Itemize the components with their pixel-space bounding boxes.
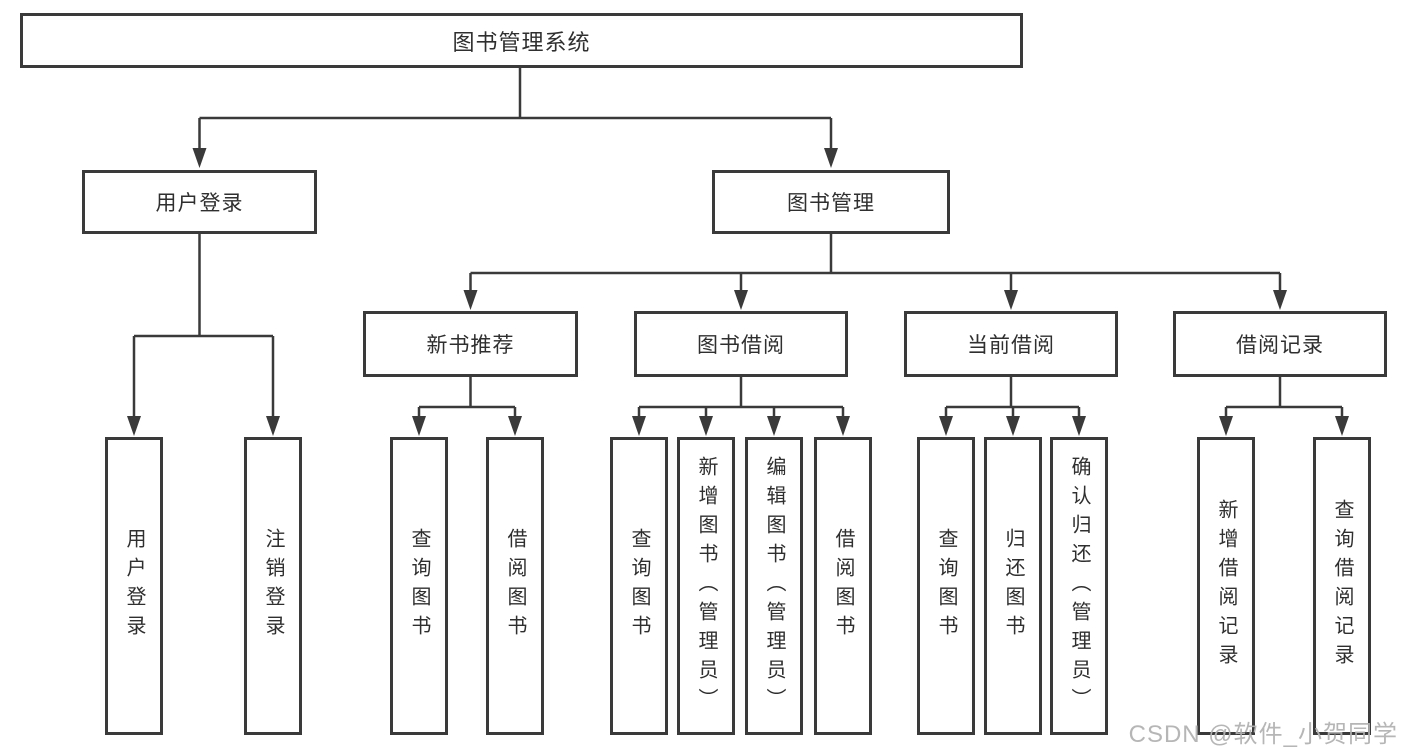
node-book-borrow: 图书借阅 [634, 311, 848, 377]
connector-borrow-to-leaves [637, 377, 845, 418]
leaf-query-books-borrow: 查询图书 [610, 437, 668, 735]
connector-root-to-level2 [198, 68, 833, 150]
leaf-query-books-borrow-label: 查询图书 [628, 528, 650, 644]
leaf-query-borrow-record: 查询借阅记录 [1313, 437, 1371, 735]
arrowheads [127, 148, 1349, 436]
node-current-borrow: 当前借阅 [904, 311, 1118, 377]
leaf-query-books-recommend-label: 查询图书 [408, 528, 430, 644]
node-borrow-records-label: 借阅记录 [1236, 334, 1324, 357]
node-new-book-recommend: 新书推荐 [363, 311, 578, 377]
leaf-add-borrow-record-label: 新增借阅记录 [1215, 499, 1237, 673]
leaf-confirm-return-admin: 确认归还（管理员） [1050, 437, 1108, 735]
leaf-query-borrow-record-label: 查询借阅记录 [1331, 499, 1353, 673]
node-root: 图书管理系统 [20, 13, 1023, 68]
leaf-add-borrow-record: 新增借阅记录 [1197, 437, 1255, 735]
leaf-return-book-label: 归还图书 [1002, 528, 1024, 644]
node-user-login-branch: 用户登录 [82, 170, 317, 234]
leaf-query-books-current: 查询图书 [917, 437, 975, 735]
leaf-add-book-admin: 新增图书（管理员） [677, 437, 735, 735]
connector-current-to-leaves [944, 377, 1081, 418]
leaf-query-books-recommend: 查询图书 [390, 437, 448, 735]
connector-records-to-leaves [1224, 377, 1344, 418]
leaf-logout-label: 注销登录 [262, 528, 284, 644]
node-new-book-recommend-label: 新书推荐 [426, 334, 515, 357]
node-user-login-branch-label: 用户登录 [155, 192, 244, 215]
leaf-query-books-current-label: 查询图书 [935, 528, 957, 644]
leaf-logout: 注销登录 [244, 437, 302, 735]
connector-recommend-to-leaves [417, 377, 517, 418]
connector-bookmgmt-to-level3 [469, 234, 1282, 292]
leaf-return-book: 归还图书 [984, 437, 1042, 735]
node-book-management-label: 图书管理 [787, 192, 875, 215]
node-book-borrow-label: 图书借阅 [697, 334, 785, 357]
leaf-edit-book-admin-label: 编辑图书（管理员） [763, 455, 785, 717]
leaf-add-book-admin-label: 新增图书（管理员） [695, 455, 717, 717]
leaf-borrow-books-borrow: 借阅图书 [814, 437, 872, 735]
watermark: CSDN @软件_小贺同学 [1128, 721, 1398, 747]
leaf-borrow-books-recommend-label: 借阅图书 [504, 528, 526, 644]
leaf-edit-book-admin: 编辑图书（管理员） [745, 437, 803, 735]
node-current-borrow-label: 当前借阅 [967, 334, 1055, 357]
node-root-label: 图书管理系统 [452, 29, 591, 55]
leaf-user-login-label: 用户登录 [123, 528, 145, 644]
node-book-management: 图书管理 [712, 170, 950, 234]
node-borrow-records: 借阅记录 [1173, 311, 1387, 377]
leaf-user-login: 用户登录 [105, 437, 163, 735]
leaf-confirm-return-admin-label: 确认归还（管理员） [1068, 455, 1090, 717]
leaf-borrow-books-recommend: 借阅图书 [486, 437, 544, 735]
leaf-borrow-books-borrow-label: 借阅图书 [832, 528, 854, 644]
connector-userlogin-to-leaves [132, 234, 275, 418]
